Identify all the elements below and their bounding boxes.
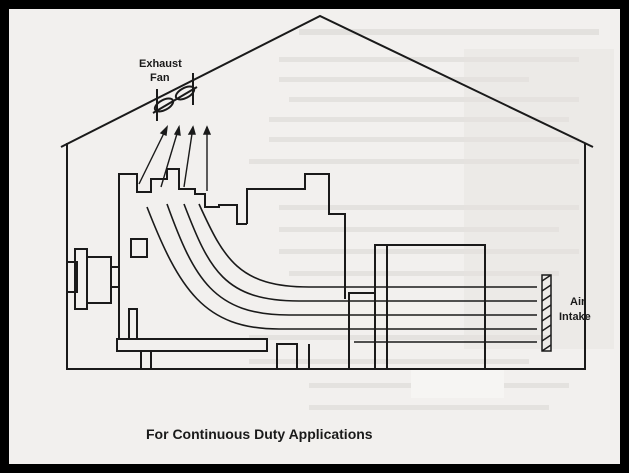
building-outline	[60, 14, 594, 370]
show-through-background	[249, 29, 614, 410]
exhaust-fan-icon	[152, 73, 198, 121]
machinery-left	[66, 168, 268, 370]
air-intake-label-line2: Intake	[559, 311, 591, 323]
air-intake-grille	[541, 274, 552, 352]
machinery-right	[348, 244, 486, 370]
exhaust-airflow-arrows	[138, 124, 212, 191]
figure-page: Exhaust Fan	[9, 9, 620, 464]
whiteout-patch	[411, 370, 504, 398]
ventilation-diagram: Exhaust Fan	[60, 14, 614, 442]
exhaust-fan-label-line2: Fan	[150, 72, 170, 84]
airflow-streamlines	[146, 203, 537, 343]
exhaust-fan-label-line1: Exhaust	[139, 58, 182, 70]
figure-caption: For Continuous Duty Applications	[146, 426, 373, 442]
air-intake-label-line1: Air	[570, 296, 586, 308]
machinery-middle	[246, 173, 346, 370]
